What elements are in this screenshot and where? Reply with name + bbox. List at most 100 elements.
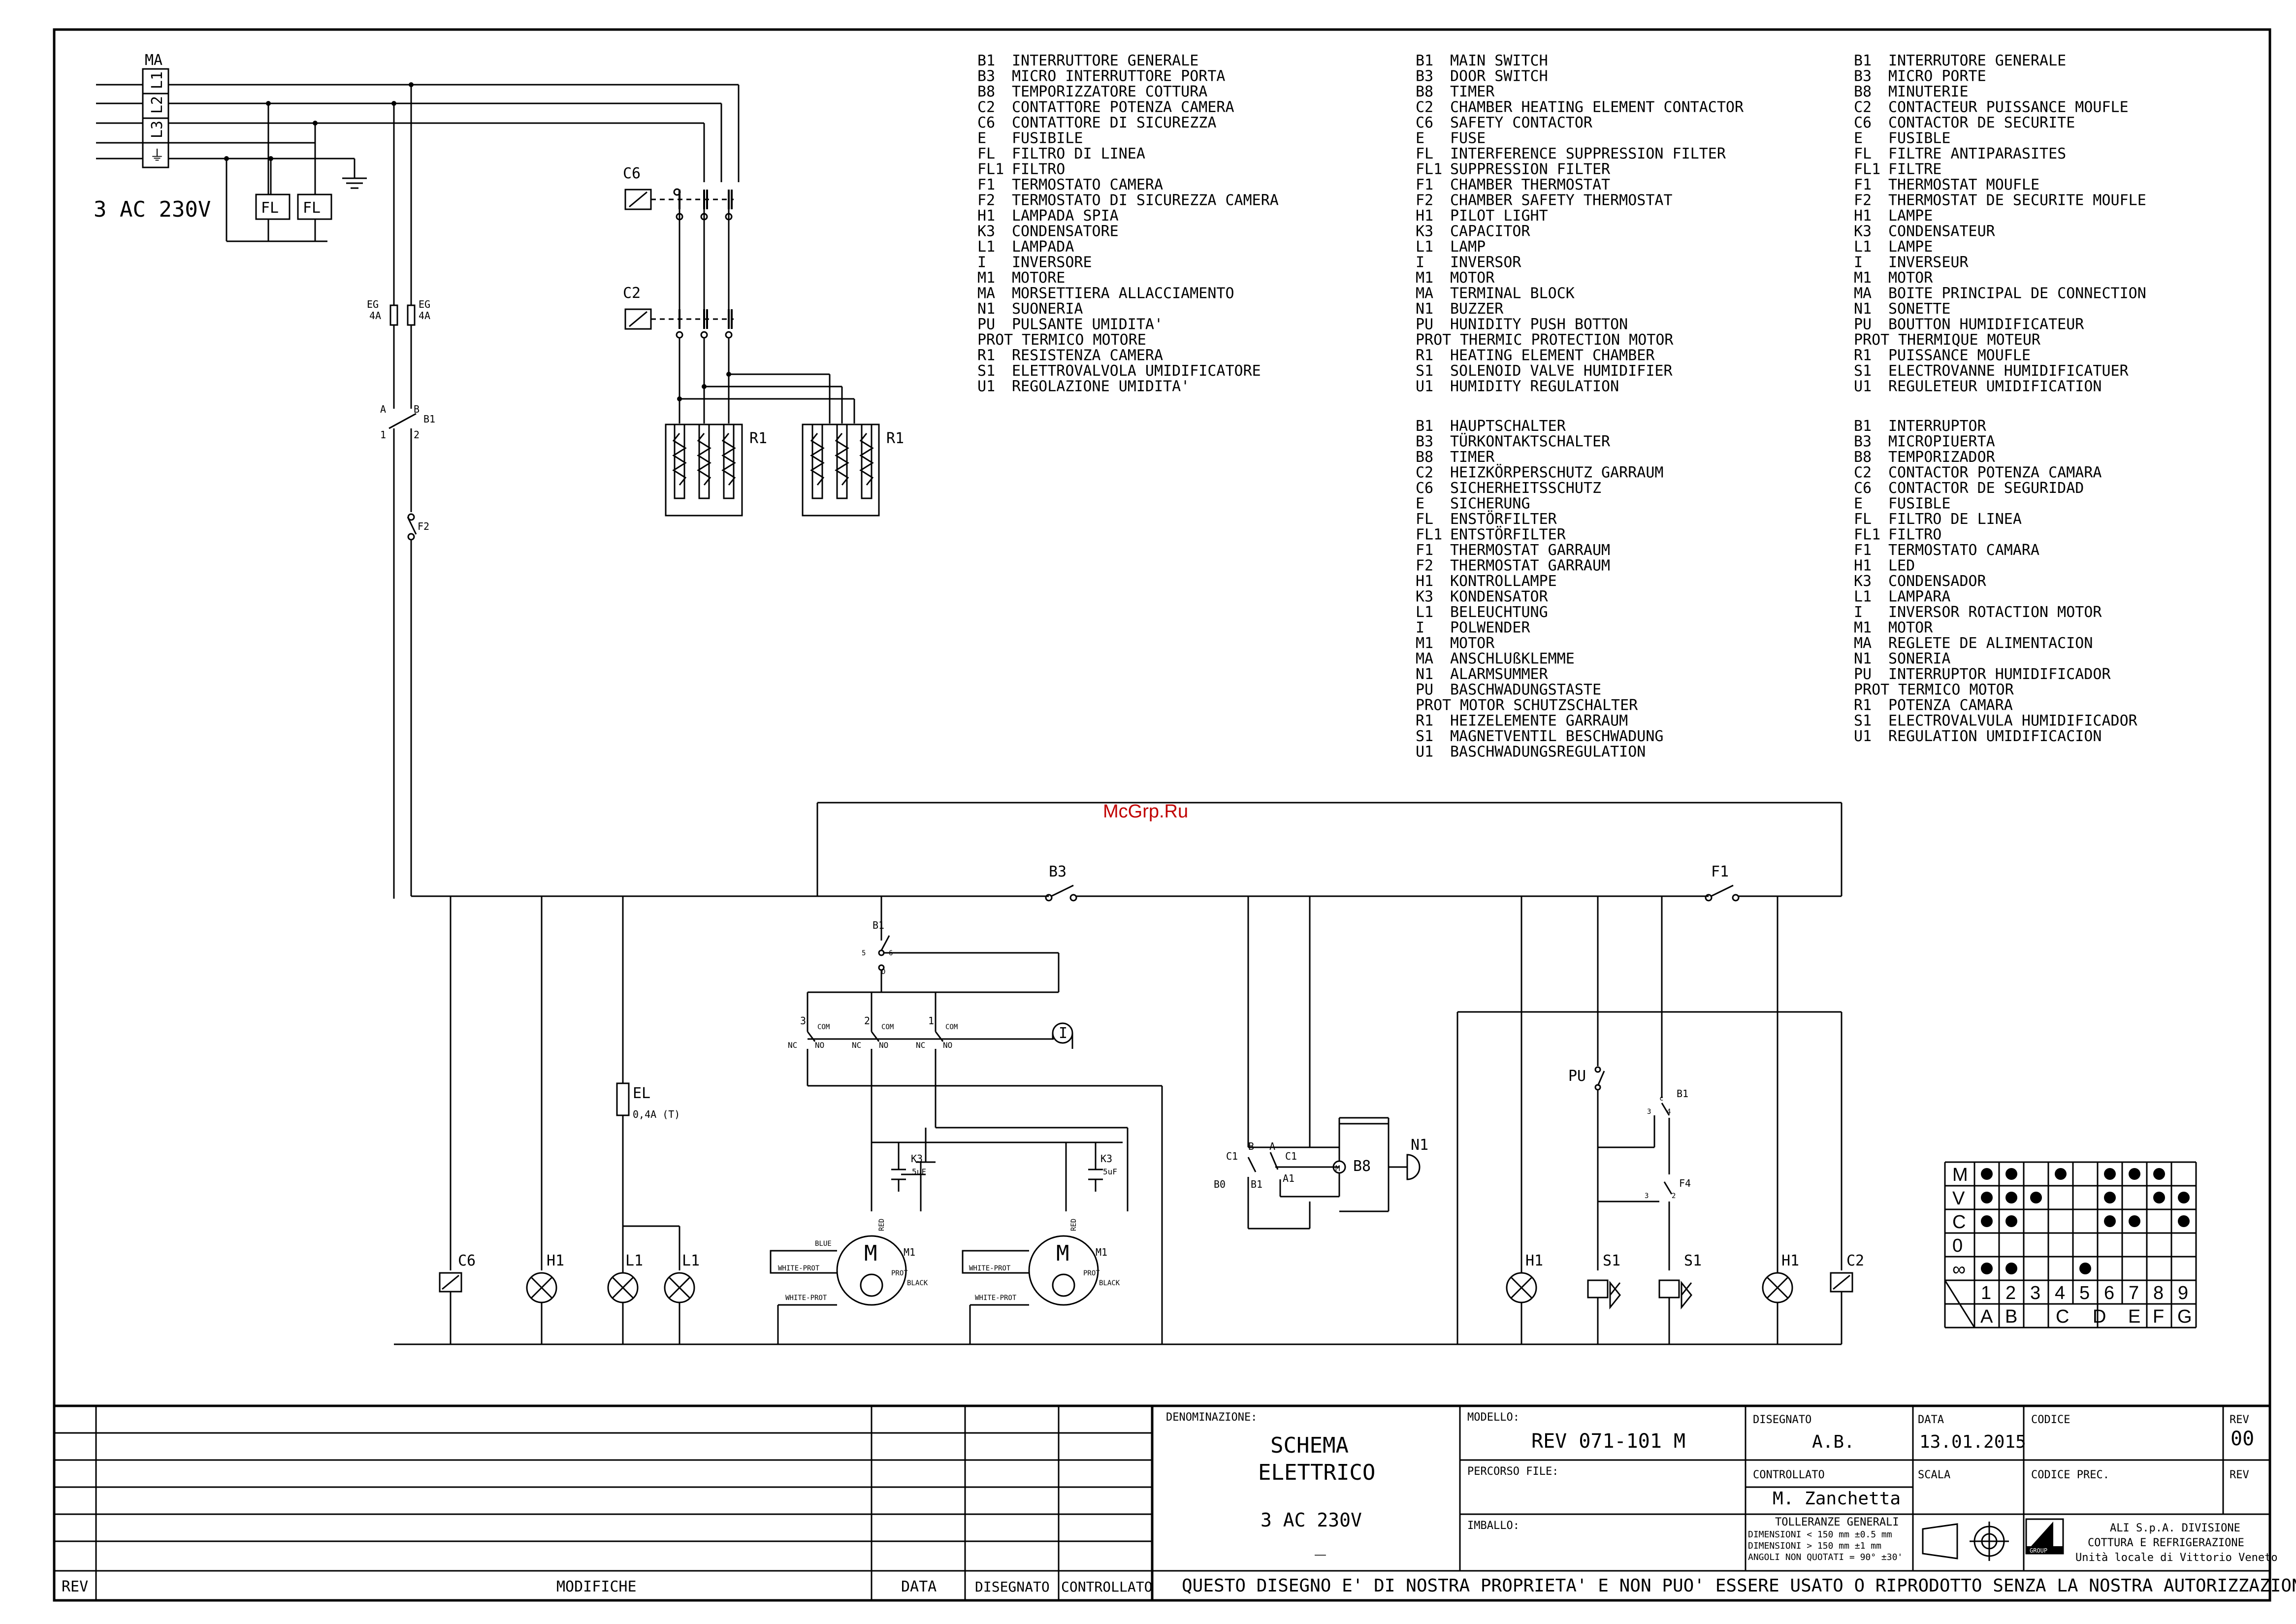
b8-motor-m: M [1335, 1164, 1340, 1173]
legend-description: THERMIC PROTECTION MOTOR [1460, 331, 1674, 349]
eg2-rating: 4A [419, 310, 430, 322]
matrix-row-label: C [1952, 1212, 1966, 1233]
matrix-letter: D [2093, 1306, 2106, 1327]
legend-code: H1 [1416, 573, 1433, 590]
legend-description: BASCHWADUNGSREGULATION [1450, 744, 1646, 761]
supply-voltage: 3 AC 230V [94, 197, 211, 222]
terminal-l1: L1 [149, 71, 166, 89]
legend-description: FILTRO DI LINEA [1012, 145, 1145, 162]
legend-code: FL1 [1854, 161, 1880, 178]
no-2: NO [879, 1040, 888, 1050]
sheet-border [53, 28, 2271, 1602]
company-line-2: COTTURA E REFRIGERAZIONE [2088, 1537, 2244, 1549]
legend-code: C6 [1854, 480, 1872, 497]
legend-description: BOITE PRINCIPAL DE CONNECTION [1888, 285, 2146, 302]
legend-description: MORSETTIERA ALLACCIAMENTO [1012, 285, 1234, 302]
matrix-number: 5 [2079, 1283, 2090, 1303]
legend-description: CONTACTOR DE SEGURIDAD [1888, 480, 2084, 497]
load-c2-label: C2 [1846, 1252, 1864, 1269]
matrix-dot [2079, 1263, 2091, 1274]
legend-description: RESISTENZA CAMERA [1012, 347, 1163, 364]
legend-description: ELECTROVALVULA HUMIDIFICADOR [1888, 713, 2138, 730]
legend-description: SONERIA [1888, 650, 1950, 668]
revision-table: REV MODIFICHE DATA DISEGNATO CONTROLLATO [54, 1406, 2270, 1600]
legend-code: B8 [1854, 449, 1872, 466]
legend-description: CONTACTOR POTENZA CAMARA [1888, 464, 2102, 482]
title-block: REV MODIFICHE DATA DISEGNATO CONTROLLATO… [54, 1404, 2296, 1600]
legend-description: LAMP [1450, 238, 1486, 256]
matrix-dot [2129, 1168, 2140, 1180]
k3-value-left: 5uF [912, 1167, 926, 1176]
legend-code: F2 [1416, 192, 1433, 209]
c2-label: C2 [623, 285, 641, 302]
c6-label: C6 [623, 165, 641, 182]
legend-code: FL [1854, 145, 1872, 162]
white-prot-right-1: WHITE-PROT [969, 1265, 1011, 1272]
legend-code: C2 [1416, 464, 1433, 482]
legend-code: L1 [977, 238, 995, 256]
legend-code: F1 [1854, 176, 1872, 194]
relay-com-blocks: 3 2 1 COM COM COM NC NO NC NO NC NO [788, 992, 1162, 1142]
timer-b8: B A C1 C1 B0 B1 A1 M B8 [1214, 896, 1390, 1230]
matrix-letter: B [2005, 1306, 2017, 1327]
matrix-dot [2178, 1215, 2190, 1227]
legend-description: KONTROLLAMPE [1450, 573, 1557, 590]
rev-column-header: REV [62, 1578, 88, 1595]
legend-description: REGOLAZIONE UMIDITA' [1012, 378, 1190, 395]
legend-description: MICROPIUERTA [1888, 433, 1995, 451]
white-prot-left-2: WHITE-PROT [785, 1294, 827, 1302]
legend-description: FILTRE ANTIPARASITES [1888, 145, 2066, 162]
tolerance-2: DIMENSIONI > 150 mm ±1 mm [1748, 1541, 1881, 1551]
matrix-dot [2104, 1192, 2116, 1203]
legend-code: F1 [1854, 542, 1872, 559]
legend-code: B1 [1854, 418, 1872, 435]
b8-b0: B0 [1214, 1178, 1226, 1190]
legend-code: C6 [1416, 480, 1433, 497]
legend-code: U1 [1416, 744, 1433, 761]
f4-label: F4 [1679, 1177, 1691, 1189]
modello-label: MODELLO: [1467, 1411, 1520, 1424]
legend-code: I [977, 254, 986, 271]
imballo-label: IMBALLO: [1467, 1520, 1520, 1532]
legend-description: CHAMBER HEATING ELEMENT CONTACTOR [1450, 99, 1744, 116]
nc-1: NC [916, 1040, 925, 1050]
legend-description: BOUTTON HUMIDIFICATEUR [1888, 316, 2084, 333]
lamp-l1-a: L1 [607, 1226, 643, 1344]
f2-label: F2 [418, 520, 429, 532]
legend-code: B1 [1854, 52, 1872, 69]
legend-code: E [1416, 130, 1424, 147]
pilot-lamp-h1-right: H1 [1762, 896, 1799, 1344]
legend-code: FL [1854, 511, 1872, 528]
legend-description: MOTOR [1888, 619, 1933, 637]
matrix-dot [2178, 1192, 2190, 1203]
legend-description: BELEUCHTUNG [1450, 604, 1548, 621]
legend-description: HEATING ELEMENT CHAMBER [1450, 347, 1655, 364]
legend-code: K3 [977, 223, 995, 240]
legend-code: K3 [1416, 223, 1433, 240]
legend-code: PROT [977, 331, 1013, 349]
tolerance-1: DIMENSIONI < 150 mm ±0.5 mm [1748, 1529, 1892, 1540]
fuse-eg2 [407, 304, 416, 326]
legend-description: TÜRKONTAKTSCHALTER [1450, 433, 1611, 451]
terminal-l2: L2 [149, 96, 166, 114]
legend-code: F2 [1416, 557, 1433, 575]
legend-description: ENSTÖRFILTER [1450, 510, 1557, 528]
f4-3: 3 [1645, 1192, 1649, 1200]
matrix-dot [1981, 1168, 1993, 1180]
legend-description: CONDENSATEUR [1888, 223, 1996, 240]
legend-code: B3 [977, 68, 995, 85]
percorso-label: PERCORSO FILE: [1467, 1465, 1558, 1478]
b8-b1: B1 [1251, 1178, 1262, 1190]
legend-description: REGULETEUR UMIDIFICATION [1888, 378, 2102, 395]
legend-code: PROT [1416, 697, 1451, 714]
legend-code: B3 [1854, 68, 1872, 85]
b1-right-label: B1 [1677, 1088, 1688, 1100]
legend-description: TIMER [1450, 449, 1495, 466]
legend-code: F1 [1416, 176, 1433, 194]
b1-right-3: 3 [1647, 1108, 1651, 1116]
legend-code: MA [1854, 285, 1872, 302]
legend-code: N1 [977, 300, 995, 318]
legend-description: CHAMBER THERMOSTAT [1450, 176, 1610, 194]
